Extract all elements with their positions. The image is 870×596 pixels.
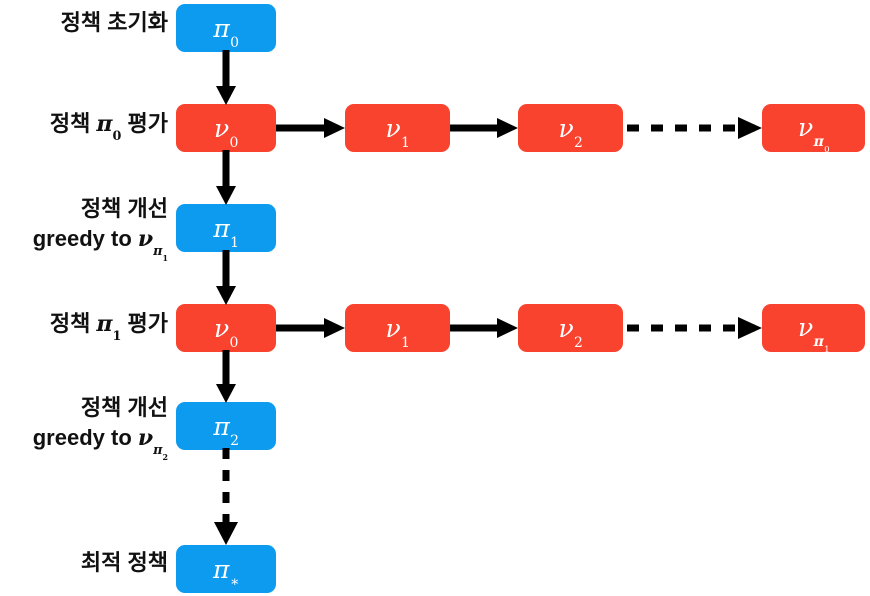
arrow-pi1-to-v0 bbox=[216, 250, 236, 305]
label-v-pi-symbol: νπ2 bbox=[137, 424, 168, 463]
label-optimal-policy: 최적 정책 bbox=[8, 550, 168, 576]
node-v-2-row1[interactable]: ν2 bbox=[518, 104, 623, 152]
node-pi-1[interactable]: π1 bbox=[176, 204, 276, 252]
node-pi-0[interactable]: π0 bbox=[176, 4, 276, 52]
arrow-row1-v2-to-vpi0 bbox=[627, 117, 762, 139]
label-policy-improvement-2: 정책 개선 greedy to νπ2 bbox=[8, 395, 168, 463]
label-text-prefix: 정책 bbox=[49, 311, 97, 336]
arrow-v0-to-pi2 bbox=[216, 350, 236, 403]
node-v-2-row2[interactable]: ν2 bbox=[518, 304, 623, 352]
arrow-pi2-to-pistar bbox=[214, 448, 238, 545]
node-label: νπ0 bbox=[798, 112, 830, 156]
arrow-v0-to-pi1 bbox=[216, 150, 236, 205]
node-v-0-row2[interactable]: ν0 bbox=[176, 304, 276, 352]
arrow-row2-v0-to-v1 bbox=[276, 318, 345, 338]
node-v-1-row1[interactable]: ν1 bbox=[345, 104, 450, 152]
label-policy-evaluation-0: 정책 π0 평가 bbox=[8, 111, 168, 145]
label-pi-symbol: π0 bbox=[96, 111, 122, 145]
node-label: π∗ bbox=[213, 554, 240, 591]
arrow-pi0-to-v0 bbox=[216, 50, 236, 105]
arrow-row1-v1-to-v2 bbox=[450, 118, 518, 138]
label-v-pi-symbol: νπ1 bbox=[137, 225, 168, 264]
node-label: ν1 bbox=[385, 113, 410, 151]
node-v-pi-0[interactable]: νπ0 bbox=[762, 104, 865, 156]
label-line-2: greedy to νπ2 bbox=[8, 424, 168, 463]
arrow-row2-v2-to-vpi1 bbox=[627, 317, 762, 339]
node-label: ν2 bbox=[558, 313, 583, 351]
label-text: 최적 정책 bbox=[80, 550, 168, 575]
node-label: π0 bbox=[213, 13, 240, 51]
node-pi-2[interactable]: π2 bbox=[176, 402, 276, 450]
node-label: ν1 bbox=[385, 313, 410, 351]
label-text-prefix: greedy to bbox=[32, 424, 138, 450]
label-text-suffix: 평가 bbox=[121, 111, 168, 136]
label-text-suffix: 평가 bbox=[121, 311, 168, 336]
node-label: ν0 bbox=[213, 313, 239, 351]
label-text-prefix: 정책 bbox=[49, 111, 97, 136]
label-line-2: greedy to νπ1 bbox=[8, 225, 168, 264]
label-policy-initialization: 정책 초기화 bbox=[8, 10, 168, 36]
node-label: π1 bbox=[213, 213, 240, 251]
label-text: 정책 초기화 bbox=[60, 10, 168, 35]
arrow-row1-v0-to-v1 bbox=[276, 118, 345, 138]
node-label: π2 bbox=[213, 411, 240, 449]
arrow-row2-v1-to-v2 bbox=[450, 318, 518, 338]
label-pi-symbol: π1 bbox=[96, 311, 122, 345]
label-policy-evaluation-1: 정책 π1 평가 bbox=[8, 311, 168, 345]
label-text-prefix: greedy to bbox=[32, 225, 138, 251]
node-v-pi-1[interactable]: νπ1 bbox=[762, 304, 865, 356]
node-v-0-row1[interactable]: ν0 bbox=[176, 104, 276, 152]
node-v-1-row2[interactable]: ν1 bbox=[345, 304, 450, 352]
label-policy-improvement-1: 정책 개선 greedy to νπ1 bbox=[8, 196, 168, 264]
node-label: ν0 bbox=[213, 113, 239, 151]
node-label: ν2 bbox=[558, 113, 583, 151]
label-line-1: 정책 개선 bbox=[80, 395, 168, 420]
node-label: νπ1 bbox=[798, 312, 830, 356]
node-pi-star[interactable]: π∗ bbox=[176, 545, 276, 593]
label-line-1: 정책 개선 bbox=[80, 196, 168, 221]
